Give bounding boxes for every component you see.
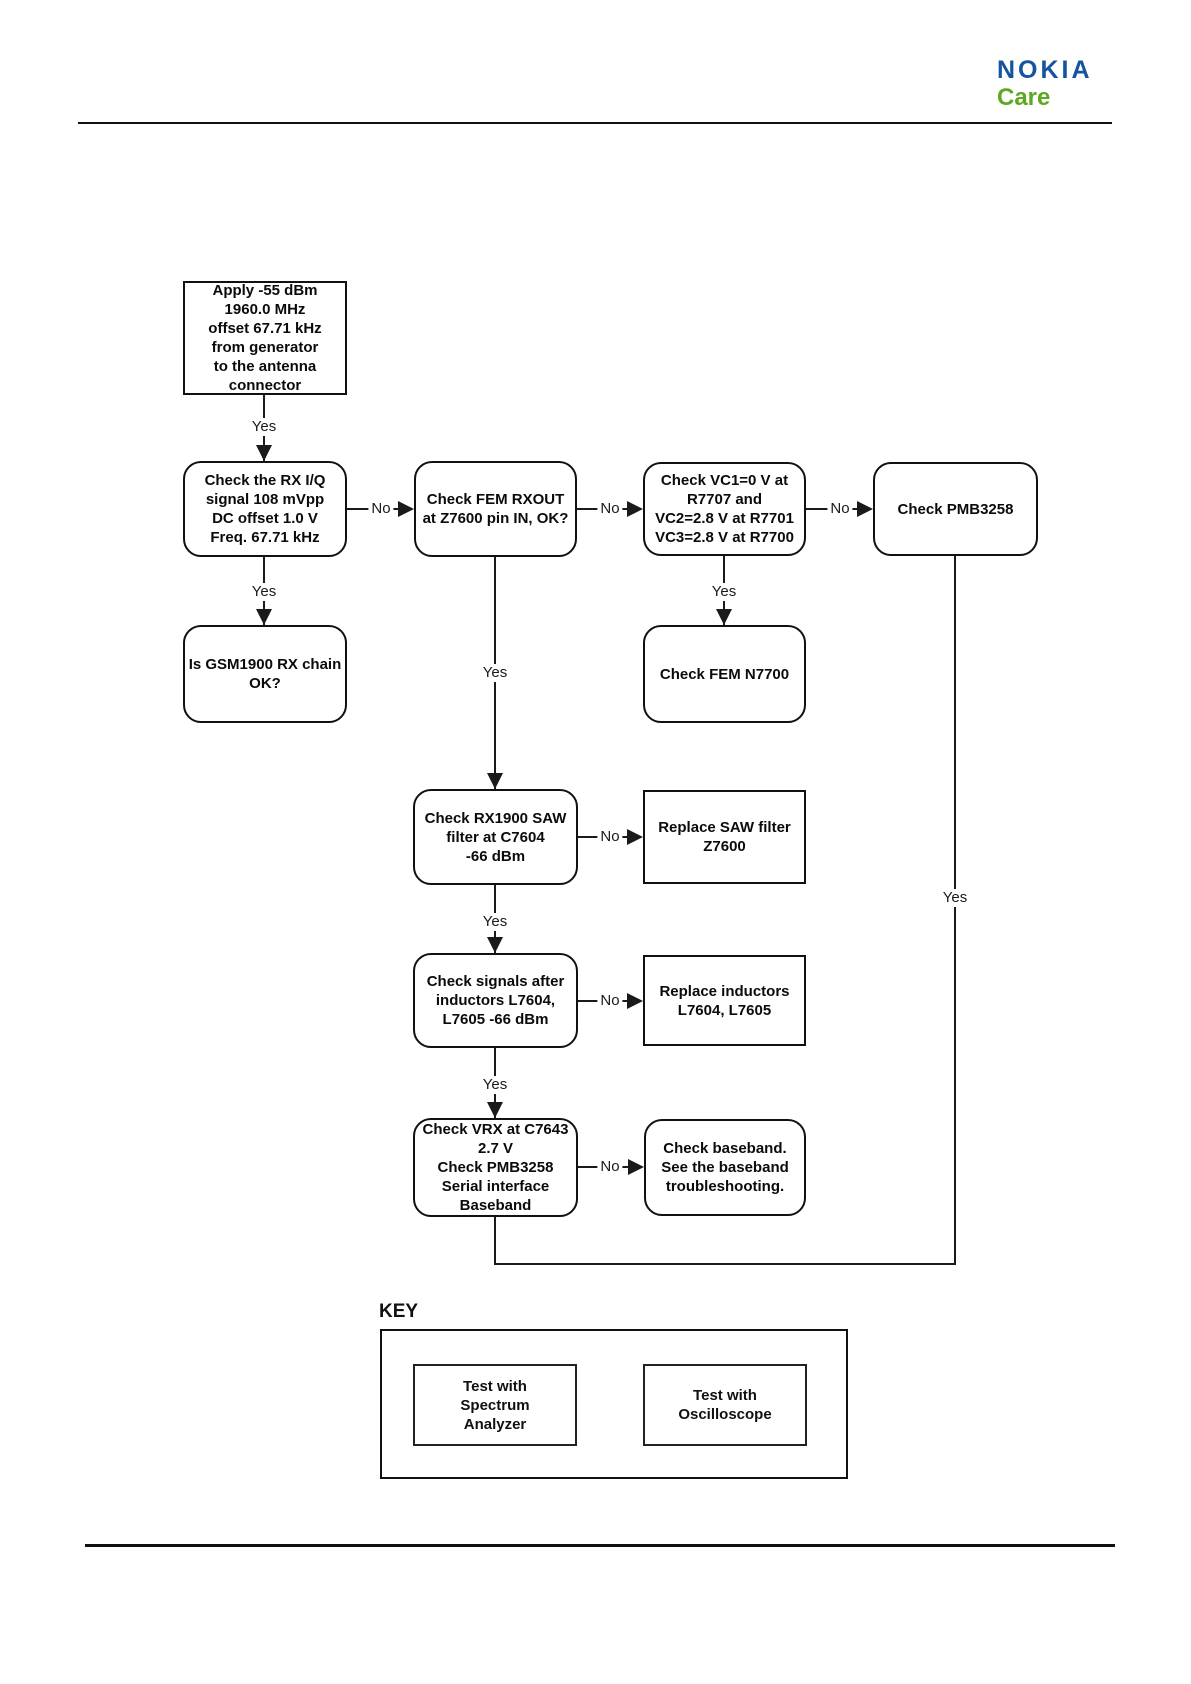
arrowhead-right-icon [398,501,414,517]
flow-node-text: Check baseband. See the baseband trouble… [661,1140,789,1195]
edge-label-yes: Yes [479,913,511,931]
edge-label-no: No [827,500,853,518]
care-wordmark: Care [997,84,1051,111]
edge-label-no: No [597,828,623,846]
flow-node-text: Replace inductors L7604, L7605 [659,982,790,1019]
arrowhead-right-icon [857,501,873,517]
edge-label-yes: Yes [248,418,280,436]
edge-label-no: No [368,500,394,518]
flow-node-check-fem-rxout: Check FEM RXOUT at Z7600 pin IN, OK? [414,461,577,557]
flow-node-text: Check VC1=0 V at R7707 and VC2=2.8 V at … [655,472,794,546]
flow-node-text: Replace SAW filter Z7600 [658,819,791,855]
connector-line [494,1263,956,1265]
flow-node-apply-signal: Apply -55 dBm 1960.0 MHz offset 67.71 kH… [183,281,347,395]
flow-node-text: Check FEM RXOUT at Z7600 pin IN, OK? [422,491,569,527]
edge-label-no: No [597,1158,623,1176]
arrowhead-down-icon [487,937,503,953]
edge-label-yes: Yes [248,583,280,601]
flow-node-text: Check the RX I/Q signal 108 mVpp DC offs… [204,472,326,546]
arrowhead-down-icon [256,609,272,625]
flow-node-text: Check signals after inductors L7604, L76… [426,973,565,1028]
key-item-oscilloscope: Test with Oscilloscope [643,1364,807,1446]
flow-node-check-rx1900-saw: Check RX1900 SAW filter at C7604 -66 dBm [413,789,578,885]
footer-rule [85,1544,1115,1547]
flow-node-text: Is GSM1900 RX chain OK? [188,656,342,692]
key-item-spectrum-analyzer: Test with Spectrum Analyzer [413,1364,577,1446]
flow-node-replace-saw-filter: Replace SAW filter Z7600 [643,790,806,884]
arrowhead-right-icon [627,993,643,1009]
flow-node-check-inductor-signals: Check signals after inductors L7604, L76… [413,953,578,1048]
edge-label-yes: Yes [708,583,740,601]
arrowhead-right-icon [627,501,643,517]
edge-label-no: No [597,500,623,518]
connector-line [494,1217,496,1265]
nokia-logo: NOKIA Care [997,58,1093,110]
flow-node-check-fem-n7700: Check FEM N7700 [643,625,806,723]
nokia-wordmark: NOKIA [997,56,1093,84]
arrowhead-down-icon [256,445,272,461]
arrowhead-right-icon [627,829,643,845]
connector-line [954,556,956,1265]
edge-label-yes: Yes [479,664,511,682]
flow-node-check-rx-iq: Check the RX I/Q signal 108 mVpp DC offs… [183,461,347,557]
flow-node-replace-inductors: Replace inductors L7604, L7605 [643,955,806,1046]
key-item-label: Test with Spectrum Analyzer [460,1377,530,1433]
flow-node-is-gsm1900-rx-ok: Is GSM1900 RX chain OK? [183,625,347,723]
arrowhead-down-icon [487,1102,503,1118]
key-title: KEY [379,1301,419,1322]
flow-node-text: Check PMB3258 [897,500,1014,518]
header-rule [78,122,1112,124]
edge-label-yes: Yes [479,1076,511,1094]
flow-node-check-vrx: Check VRX at C7643 2.7 V Check PMB3258 S… [413,1118,578,1217]
flow-node-text: Check RX1900 SAW filter at C7604 -66 dBm [424,809,567,865]
key-item-label: Test with Oscilloscope [678,1387,772,1423]
edge-label-yes: Yes [939,889,971,907]
flow-node-text: Apply -55 dBm 1960.0 MHz offset 67.71 kH… [208,282,322,394]
flow-node-check-pmb3258: Check PMB3258 [873,462,1038,556]
flow-node-check-vc-voltages: Check VC1=0 V at R7707 and VC2=2.8 V at … [643,462,806,556]
flow-node-check-baseband: Check baseband. See the baseband trouble… [644,1119,806,1216]
flow-node-text: Check FEM N7700 [659,665,790,683]
edge-label-no: No [597,992,623,1010]
arrowhead-down-icon [487,773,503,789]
arrowhead-down-icon [716,609,732,625]
flow-node-text: Check VRX at C7643 2.7 V Check PMB3258 S… [422,1121,569,1214]
arrowhead-right-icon [628,1159,644,1175]
